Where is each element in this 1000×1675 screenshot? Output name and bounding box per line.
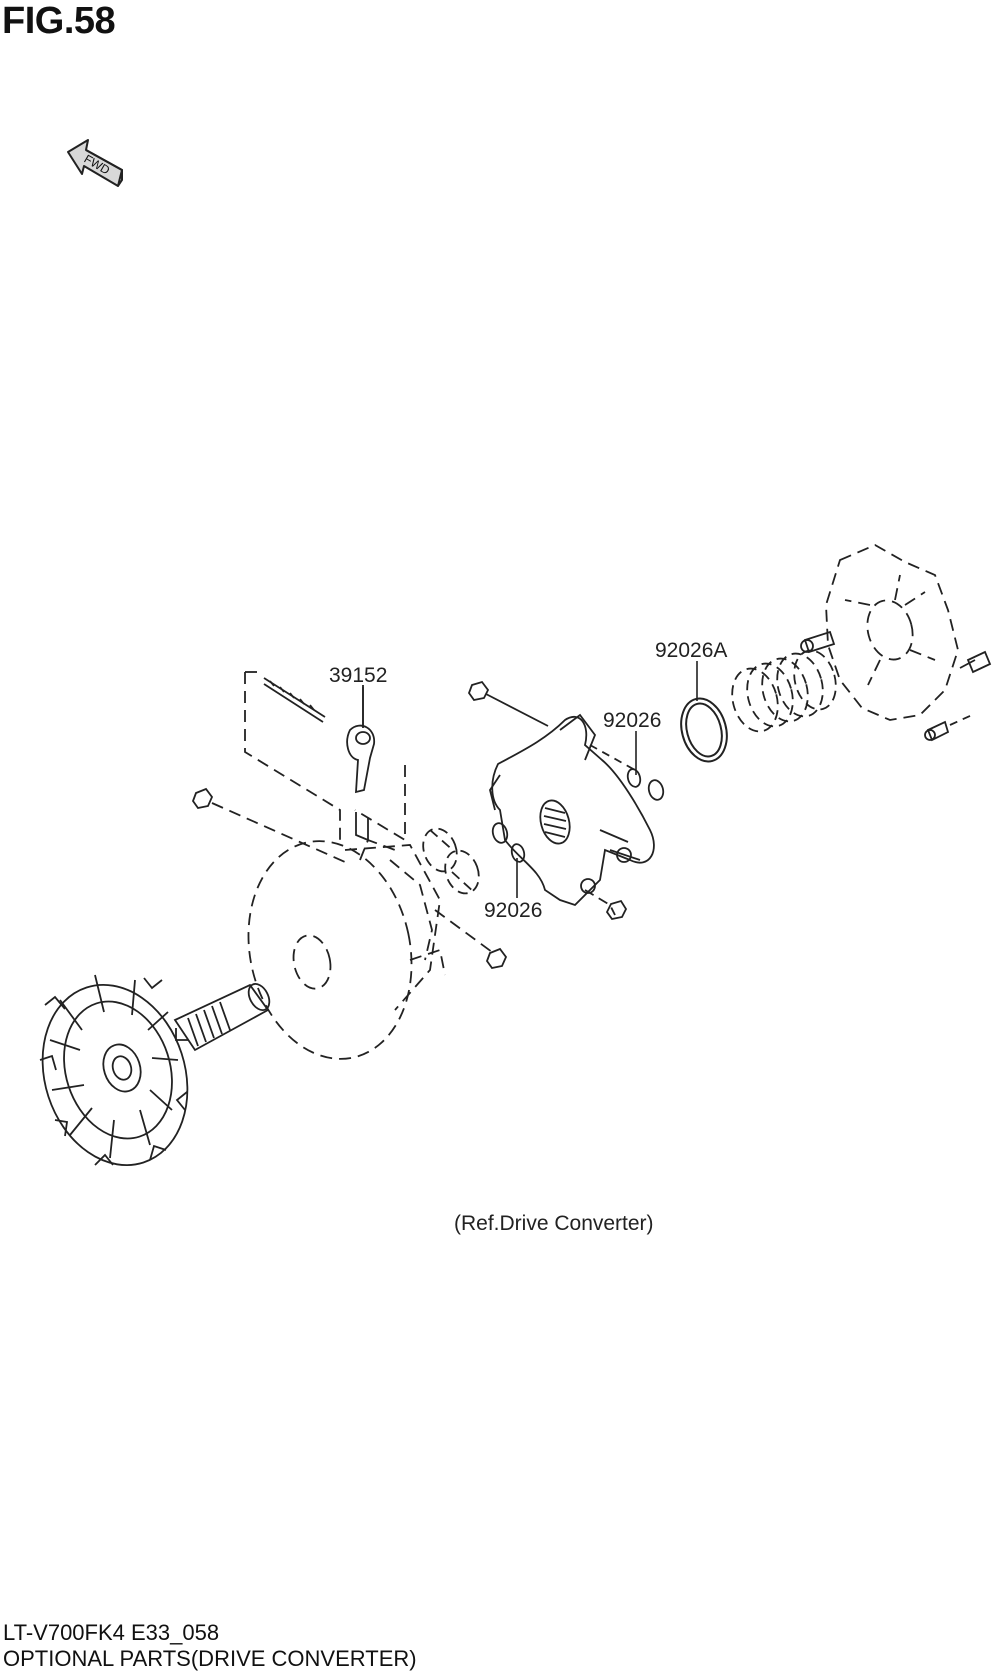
footer-section-title: OPTIONAL PARTS(DRIVE CONVERTER) [3,1646,417,1671]
converter-cover [825,543,959,721]
roller [422,827,480,895]
fixed-sheave [39,974,189,1167]
footer-model-code: LT-V700FK4 E33_058 [3,1620,220,1645]
sheave-nut [434,909,508,969]
spring [731,649,837,733]
callout-leaders [362,661,698,898]
callout-39152: 39152 [329,664,387,687]
callout-92026A: 92026A [655,639,727,662]
figure-title: FIG.58 [2,0,116,42]
fwd-arrow-icon: FWD [67,139,123,187]
movable-sheave [247,838,446,1060]
part-92026A-ring [680,697,728,763]
o-ring-seals [491,744,665,863]
weight-bolt [191,787,346,863]
callout-92026-lower: 92026 [484,899,542,922]
reference-note: (Ref.Drive Converter) [454,1212,654,1235]
cover-bolts [800,630,992,742]
callout-92026-upper: 92026 [603,709,661,732]
part-39152-arm [244,671,406,842]
